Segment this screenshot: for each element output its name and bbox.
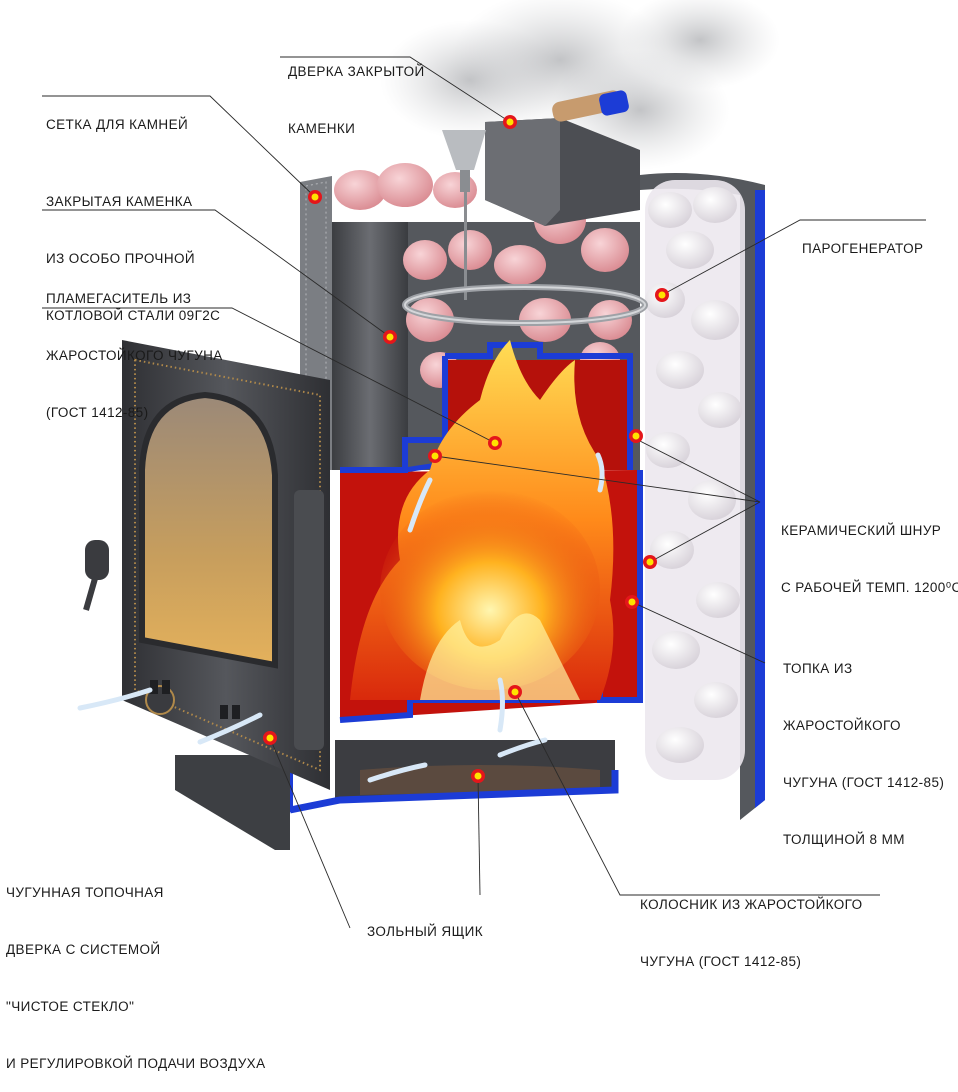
- fire-icon: [350, 340, 614, 700]
- base-plate: [175, 755, 290, 850]
- diagram-canvas: ДВЕРКА ЗАКРЫТОЙ КАМЕНКИ СЕТКА ДЛЯ КАМНЕЙ…: [6, 0, 958, 1071]
- leader-lines: [42, 56, 926, 929]
- label-stone-mesh: СЕТКА ДЛЯ КАМНЕЙ: [46, 117, 189, 132]
- label-flame-damper: ПЛАМЕГАСИТЕЛЬ ИЗ ЖАРОСТОЙКОГО ЧУГУНА (ГО…: [46, 291, 223, 420]
- firebox-door-shape: [83, 340, 330, 790]
- label-ceramic-cord: КЕРАМИЧЕСКИЙ ШНУР С РАБОЧЕЙ ТЕМП. 1200⁰С: [781, 523, 958, 595]
- stove-illustration: [42, 0, 926, 929]
- ash-box-shape: [287, 740, 619, 814]
- air-flow-arrows: [77, 452, 605, 783]
- markers: [263, 115, 669, 783]
- label-ash-box: ЗОЛЬНЫЙ ЯЩИК: [367, 924, 483, 939]
- label-steam-generator: ПАРОГЕНЕРАТОР: [802, 241, 924, 256]
- label-grate: КОЛОСНИК ИЗ ЖАРОСТОЙКОГО ЧУГУНА (ГОСТ 14…: [640, 897, 863, 969]
- label-firebox: ТОПКА ИЗ ЖАРОСТОЙКОГО ЧУГУНА (ГОСТ 1412-…: [783, 661, 945, 847]
- stones-icon: [645, 180, 745, 780]
- label-firebox-door: ЧУГУННАЯ ТОПОЧНАЯ ДВЕРКА С СИСТЕМОЙ "ЧИС…: [6, 885, 266, 1071]
- label-closed-heater-door: ДВЕРКА ЗАКРЫТОЙ КАМЕНКИ: [288, 64, 425, 136]
- heater-door-shape: [485, 90, 640, 226]
- label-closed-heater: ЗАКРЫТАЯ КАМЕНКА ИЗ ОСОБО ПРОЧНОЙ КОТЛОВ…: [46, 194, 221, 323]
- water-cup-icon: [442, 130, 486, 300]
